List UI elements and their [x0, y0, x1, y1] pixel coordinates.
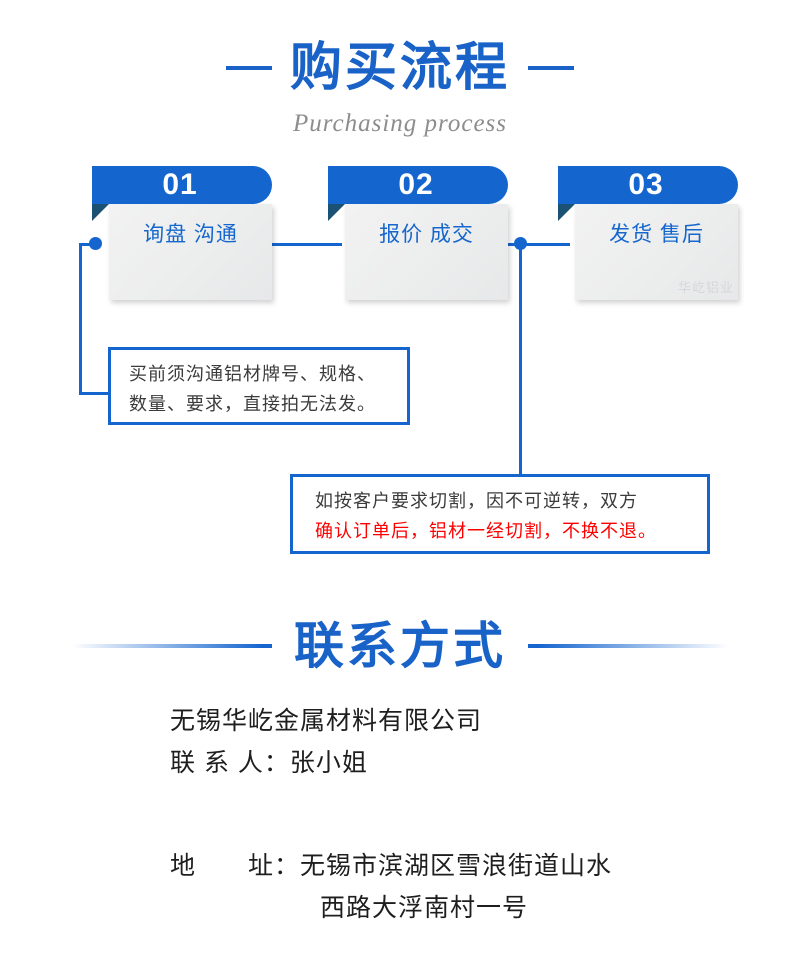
- contact-rule-right: [528, 644, 728, 648]
- page-subtitle: Purchasing process: [292, 110, 508, 137]
- callout-2-line-2: 确认订单后，铝材一经切割，不换不退。: [315, 521, 657, 541]
- process-step-01: 01 询盘 沟通: [92, 160, 272, 305]
- step-number-01: 01: [162, 168, 198, 201]
- ribbon-fold-icon-02: [328, 204, 345, 221]
- contact-header: 联系方式: [0, 604, 800, 688]
- process-steps: 01 询盘 沟通 02 报价 成交 03 发货 售后 华屹铝业: [0, 160, 800, 320]
- step-ribbon-02: 02: [328, 166, 508, 204]
- step-ribbon-01: 01: [92, 166, 272, 204]
- page-title: 购买流程: [289, 39, 510, 97]
- connector-callout1-segment-vertical: [79, 243, 82, 395]
- step-ribbon-03: 03: [558, 166, 738, 204]
- step-card-01: 询盘 沟通: [109, 204, 272, 300]
- callout-box-2: 如按客户要求切割，因不可逆转，双方 确认订单后，铝材一经切割，不换不退。: [290, 474, 710, 554]
- purchase-title-row: 购买流程: [0, 28, 800, 108]
- callout-1-line-1: 买前须沟通铝材牌号、规格、: [129, 364, 376, 384]
- title-dash-left: [225, 66, 272, 70]
- process-step-02: 02 报价 成交: [328, 160, 508, 305]
- connector-dot-mid: [514, 237, 527, 250]
- process-step-03: 03 发货 售后 华屹铝业: [558, 160, 738, 305]
- address-line-1: 地 址：无锡市滨湖区雪浪街道山水: [170, 852, 613, 880]
- contact-address: 地 址：无锡市滨湖区雪浪街道山水 西路大浮南村一号: [170, 845, 770, 929]
- connector-step1-step2: [252, 243, 342, 246]
- step-label-02: 报价 成交: [379, 223, 474, 246]
- ribbon-fold-icon-01: [92, 204, 109, 221]
- address-line-2: 西路大浮南村一号: [320, 894, 529, 922]
- purchase-process-header: 购买流程 Purchasing process: [0, 28, 800, 148]
- contact-person: 联 系 人：张小姐: [170, 749, 368, 777]
- connector-dot-left: [89, 237, 102, 250]
- connector-callout1-segment-top: [79, 243, 97, 246]
- connector-callout2-segment-vertical: [519, 243, 522, 475]
- contact-info: 无锡华屹金属材料有限公司 联 系 人：张小姐: [170, 700, 770, 784]
- step-label-01: 询盘 沟通: [143, 223, 238, 246]
- ribbon-fold-icon-03: [558, 204, 575, 221]
- title-dash-right: [528, 66, 574, 70]
- contact-title: 联系方式: [294, 618, 506, 674]
- step-number-03: 03: [628, 168, 664, 201]
- contact-rule-left: [72, 644, 272, 648]
- callout-1-line-2: 数量、要求，直接拍无法发。: [129, 394, 376, 414]
- step-number-02: 02: [398, 168, 434, 201]
- step-watermark-03: 华屹铝业: [677, 280, 734, 295]
- connector-callout1-segment-bottom: [79, 392, 110, 395]
- callout-2-line-1: 如按客户要求切割，因不可逆转，双方: [315, 491, 638, 511]
- step-label-03: 发货 售后: [609, 223, 704, 246]
- step-card-03: 发货 售后 华屹铝业: [575, 204, 738, 300]
- callout-box-1: 买前须沟通铝材牌号、规格、 数量、要求，直接拍无法发。: [108, 347, 410, 425]
- company-name: 无锡华屹金属材料有限公司: [170, 707, 483, 735]
- step-card-02: 报价 成交: [345, 204, 508, 300]
